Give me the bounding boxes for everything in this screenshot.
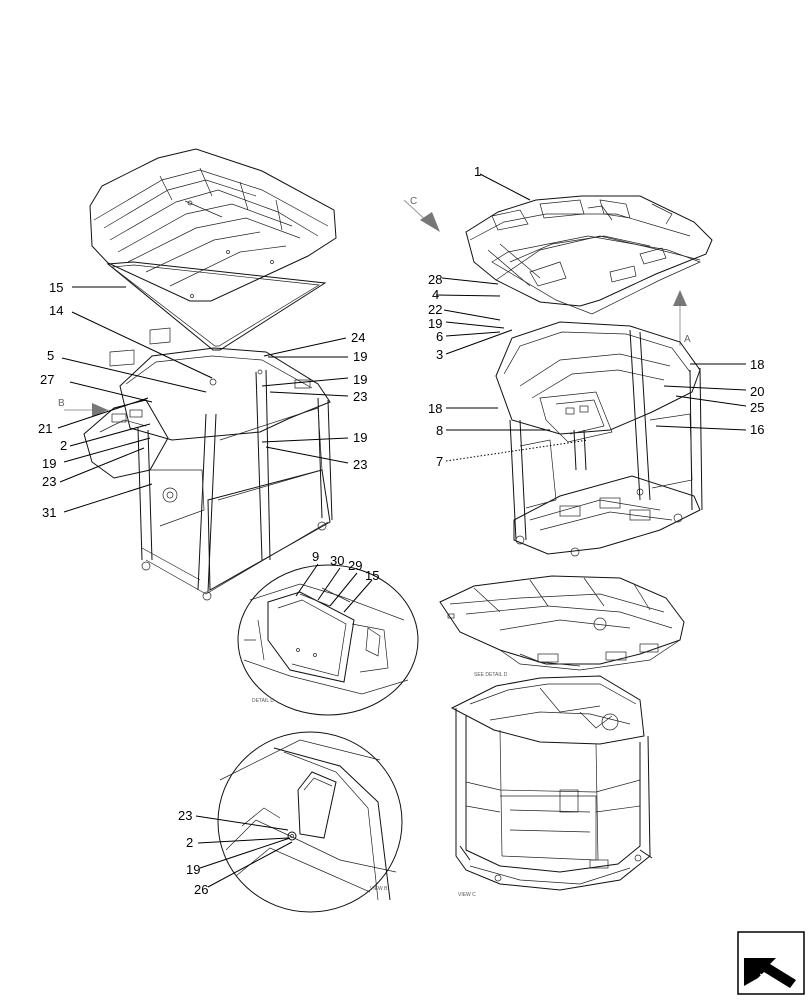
arrow-a-label: A (684, 334, 691, 345)
callouts-detail-d: 9 30 29 15 (312, 549, 379, 583)
arrow-c-label: C (410, 196, 417, 207)
callout-18-a: 18 (428, 401, 442, 416)
callout-3: 3 (436, 347, 443, 362)
callout-7: 7 (436, 454, 443, 469)
view-arrow-b: B (58, 398, 108, 417)
callout-1: 1 (474, 164, 481, 179)
callout-30: 30 (330, 553, 344, 568)
callout-15-b: 15 (365, 568, 379, 583)
callout-18-b: 18 (750, 357, 764, 372)
callout-23-a: 23 (42, 474, 56, 489)
leaders-detail-d (295, 563, 373, 613)
callout-19-e: 19 (428, 316, 442, 331)
callout-5: 5 (47, 348, 54, 363)
callout-28: 28 (428, 272, 442, 287)
callout-14: 14 (49, 303, 63, 318)
view-b-caption: VIEW B (370, 886, 388, 892)
callouts-view-b: 23 2 19 26 (178, 808, 208, 897)
callout-22: 22 (428, 302, 442, 317)
roof-panel-left (89, 148, 337, 302)
callout-19-d: 19 (353, 430, 367, 445)
view-c-caption: VIEW C (458, 892, 476, 898)
callout-29: 29 (348, 558, 362, 573)
callout-9: 9 (312, 549, 319, 564)
callout-19-a: 19 (42, 456, 56, 471)
callout-27: 27 (40, 372, 54, 387)
view-c: SEE DETAIL D VIEW C (450, 672, 653, 898)
view-b: VIEW B (217, 731, 403, 913)
callout-19-b: 19 (353, 349, 367, 364)
callout-16: 16 (750, 422, 764, 437)
see-detail-d-caption: SEE DETAIL D (474, 672, 508, 678)
seal-gasket-15 (106, 261, 327, 351)
callout-23-b: 23 (353, 389, 367, 404)
leaders-left (57, 286, 349, 513)
detail-d-caption: DETAIL D (252, 698, 274, 704)
roof-top-right (465, 195, 713, 307)
leaders-right (435, 173, 747, 462)
callout-6: 6 (436, 329, 443, 344)
callout-8: 8 (436, 423, 443, 438)
roof-assembly-view-a (439, 575, 685, 671)
callout-24: 24 (351, 330, 365, 345)
callouts-right: 1 28 4 22 19 6 3 18 8 7 18 20 25 16 (428, 164, 764, 469)
callout-20: 20 (750, 384, 764, 399)
callout-19-c: 19 (353, 372, 367, 387)
callout-26: 26 (194, 882, 208, 897)
callout-15: 15 (49, 280, 63, 295)
callout-23-d: 23 (178, 808, 192, 823)
cab-frame-right (495, 321, 703, 557)
cab-frame-left (83, 327, 333, 601)
callouts-left: 15 14 5 27 21 2 19 23 31 24 19 19 23 19 … (38, 280, 367, 520)
arrow-b-label: B (58, 398, 65, 409)
leaders-view-b (195, 815, 293, 888)
callout-4: 4 (432, 287, 439, 302)
view-arrow-c: C (403, 196, 440, 232)
callout-21: 21 (38, 421, 52, 436)
callout-19-f: 19 (186, 862, 200, 877)
callout-2: 2 (60, 438, 67, 453)
next-page-arrow-icon[interactable] (737, 931, 805, 995)
callout-23-c: 23 (353, 457, 367, 472)
seal-gasket-right (491, 235, 701, 315)
callout-2-b: 2 (186, 835, 193, 850)
callout-25: 25 (750, 400, 764, 415)
detail-d: DETAIL D (237, 564, 419, 716)
view-arrow-a: A (673, 290, 691, 346)
callout-31: 31 (42, 505, 56, 520)
